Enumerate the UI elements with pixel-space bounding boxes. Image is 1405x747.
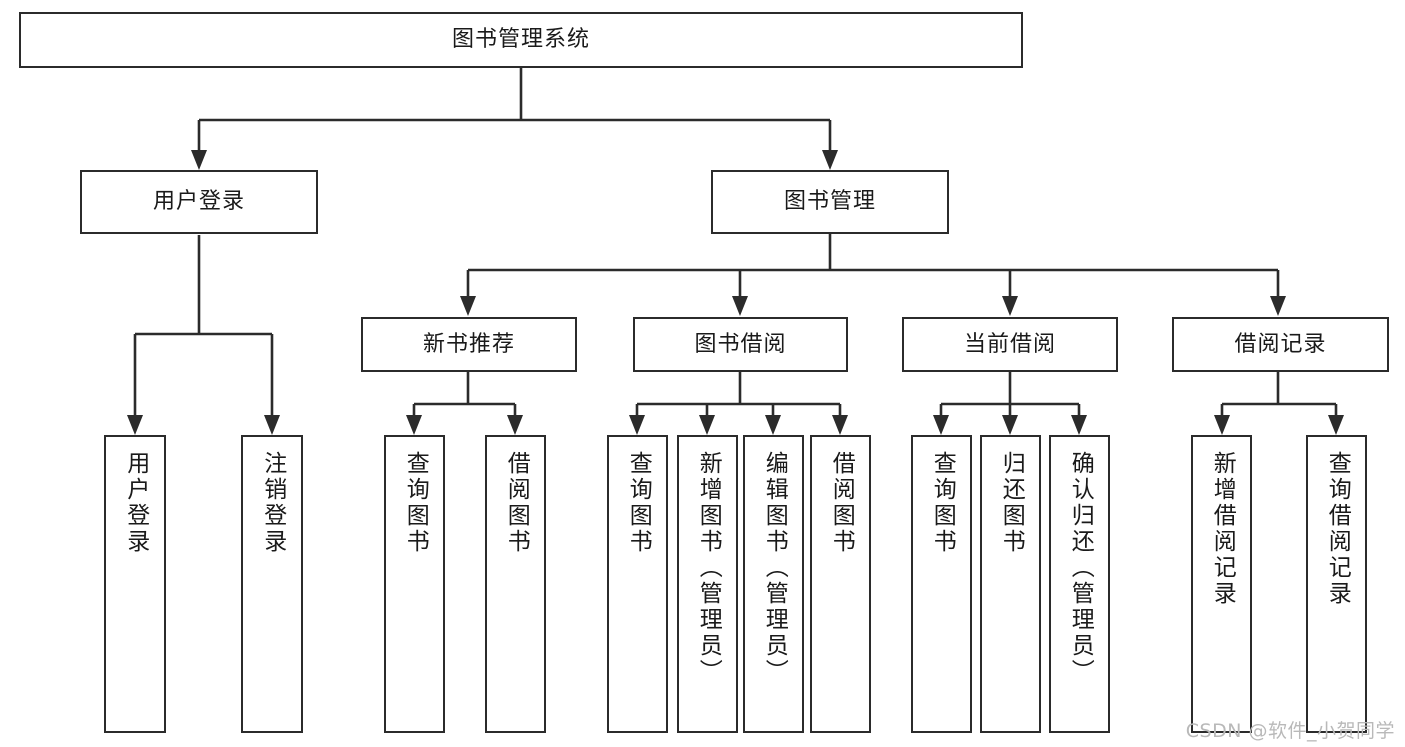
leaf-current-borrow-query-book[interactable]: 查询图书 [911, 435, 972, 733]
node-label: 图书借阅 [694, 331, 787, 357]
leaf-book-borrow-add-book-admin[interactable]: 新增图书（管理员） [677, 435, 738, 733]
node-user-login[interactable]: 用户登录 [80, 170, 318, 234]
leaf-new-book-query-book[interactable]: 查询图书 [384, 435, 445, 733]
node-new-book-recommend[interactable]: 新书推荐 [361, 317, 577, 372]
node-label: 图书管理系统 [451, 27, 590, 53]
node-book-management[interactable]: 图书管理 [711, 170, 949, 234]
node-label: 归还图书 [998, 451, 1025, 555]
node-root-book-management-system[interactable]: 图书管理系统 [19, 12, 1023, 68]
node-label: 借阅图书 [503, 451, 530, 555]
leaf-user-login-logout[interactable]: 注销登录 [241, 435, 303, 733]
node-borrow-record[interactable]: 借阅记录 [1172, 317, 1389, 372]
leaf-book-borrow-query-book[interactable]: 查询图书 [607, 435, 668, 733]
node-label: 用户登录 [152, 189, 245, 215]
node-label: 新增借阅记录 [1209, 451, 1236, 607]
leaf-book-borrow-edit-book-admin[interactable]: 编辑图书（管理员） [743, 435, 804, 733]
leaf-borrow-record-add-record[interactable]: 新增借阅记录 [1191, 435, 1252, 733]
node-label: 借阅图书 [828, 451, 855, 555]
node-book-borrow[interactable]: 图书借阅 [633, 317, 848, 372]
csdn-watermark: CSDN @软件_小贺同学 [1185, 720, 1395, 742]
node-label: 确认归还（管理员） [1067, 451, 1094, 685]
node-label: 查询图书 [402, 451, 429, 555]
node-label: 图书管理 [783, 189, 876, 215]
node-label: 新书推荐 [422, 331, 515, 357]
node-current-borrow[interactable]: 当前借阅 [902, 317, 1118, 372]
node-label: 查询借阅记录 [1324, 451, 1351, 607]
leaf-user-login-login[interactable]: 用户登录 [104, 435, 166, 733]
node-label: 当前借阅 [963, 331, 1056, 357]
leaf-current-borrow-return-book[interactable]: 归还图书 [980, 435, 1041, 733]
node-label: 编辑图书（管理员） [761, 451, 788, 685]
leaf-borrow-record-query-record[interactable]: 查询借阅记录 [1306, 435, 1367, 733]
node-label: 查询图书 [929, 451, 956, 555]
node-label: 查询图书 [625, 451, 652, 555]
leaf-book-borrow-borrow-book[interactable]: 借阅图书 [810, 435, 871, 733]
node-label: 新增图书（管理员） [695, 451, 722, 685]
node-label: 注销登录 [259, 451, 286, 555]
node-label: 用户登录 [122, 451, 149, 555]
node-label: 借阅记录 [1234, 331, 1327, 357]
leaf-new-book-borrow-book[interactable]: 借阅图书 [485, 435, 546, 733]
leaf-current-borrow-confirm-return-admin[interactable]: 确认归还（管理员） [1049, 435, 1110, 733]
